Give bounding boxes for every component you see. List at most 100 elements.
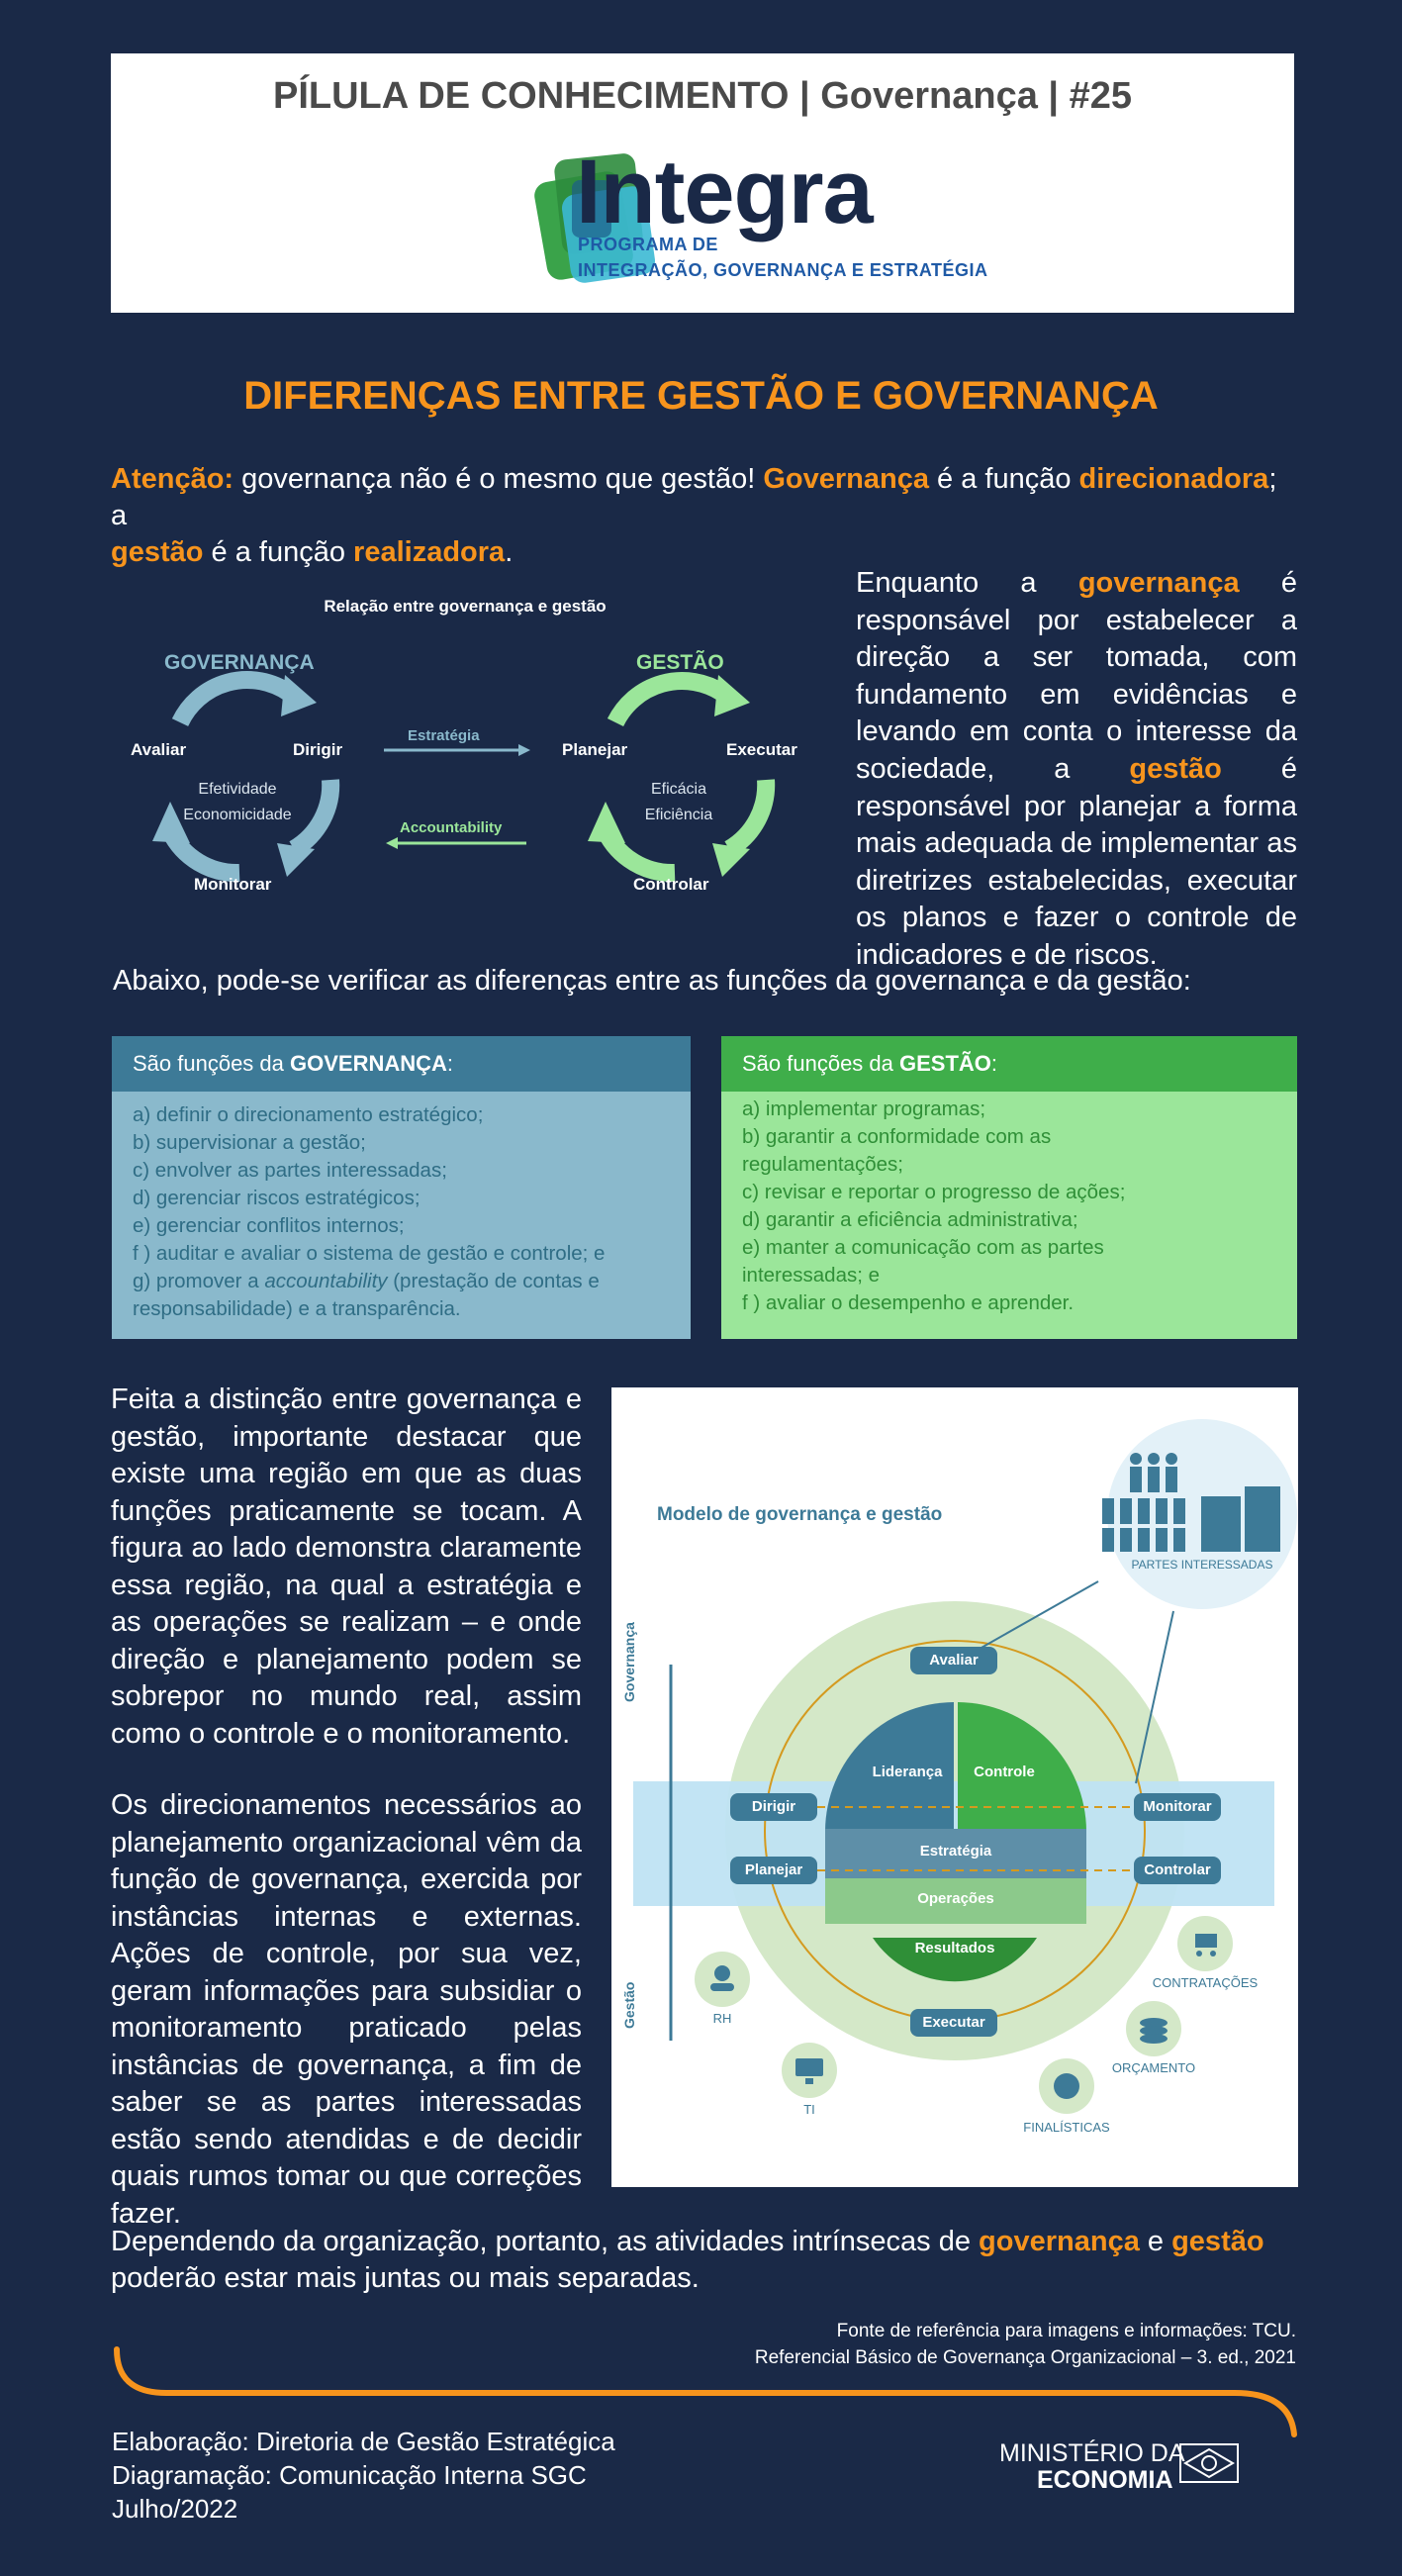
header-text: São funções da [133, 1051, 291, 1076]
gov-center-text: Efetividade Economicidade [168, 777, 307, 828]
axis-governanca-label: Governança [621, 1622, 637, 1702]
highlight-gestao: gestão [1171, 2226, 1264, 2257]
highlight-gestao: gestão [1129, 752, 1222, 785]
side-text: é responsável por planejar a forma mais … [856, 752, 1297, 971]
ges-planejar-label: Planejar [562, 740, 628, 759]
list-item: a) implementar programas; [742, 1097, 986, 1120]
accountability-arrow-label: Accountability [400, 819, 503, 836]
satellite-ti-label: TI [803, 2102, 815, 2117]
model-title: Modelo de governança e gestão [657, 1504, 943, 1525]
paragraph-overlap-region: Feita a distinção entre governança e ges… [111, 1383, 582, 1750]
governance-model-figure: Modelo de governança e gestão PARTES INT… [611, 1387, 1298, 2187]
intro-text: é a função [928, 463, 1079, 495]
page-header-title: PÍLULA DE CONHECIMENTO | Governança | #2… [272, 75, 1132, 117]
credits: Elaboração: Diretoria de Gestão Estratég… [112, 2425, 615, 2526]
node-planejar: Planejar [744, 1861, 803, 1878]
list-item: b) supervisionar a gestão; [133, 1131, 366, 1154]
highlight-realizadora: realizadora [353, 536, 506, 568]
highlight-governanca: governança [1077, 567, 1240, 599]
governance-functions-box: São funções da GOVERNANÇA: a) definir o … [112, 1036, 691, 1339]
ges-center-line-1: Eficácia [650, 781, 707, 798]
list-item: f ) auditar e avaliar o sistema de gestã… [133, 1242, 606, 1265]
governance-functions-list: a) definir o direcionamento estratégico;… [133, 1101, 677, 1323]
highlight-direcionadora: direcionadora [1078, 463, 1269, 495]
satellite-finalisticas-label: FINALÍSTICAS [1023, 2120, 1110, 2135]
brazil-flag-icon [1179, 2443, 1239, 2483]
arrowhead-icon [588, 802, 625, 843]
gestao-functions-box: São funções da GESTÃO: a) implementar pr… [721, 1036, 1297, 1339]
band-operacoes: Operações [917, 1890, 994, 1907]
list-item: g) promover a accountability (prestação … [133, 1268, 677, 1295]
header-emphasis: GESTÃO [899, 1051, 991, 1076]
header-text: : [446, 1051, 454, 1076]
closing-text: Dependendo da organização, portanto, as … [111, 2226, 980, 2257]
logo-subtitle: PROGRAMA DE INTEGRAÇÃO, GOVERNANÇA E EST… [578, 232, 988, 283]
highlight-governanca: governança [979, 2226, 1140, 2257]
list-item: a) definir o direcionamento estratégico; [133, 1103, 484, 1126]
intro-text: . [505, 536, 514, 568]
list-item: d) garantir a eficiência administrativa; [742, 1208, 1078, 1231]
paragraph-directions: Os direcionamentos necessários ao planej… [111, 1789, 582, 2230]
satellite-rh-label: RH [712, 2011, 732, 2026]
logo-subtitle-line-1: PROGRAMA DE [578, 235, 718, 254]
satellite-orcamento-label: ORÇAMENTO [1111, 2060, 1196, 2075]
list-item: responsabilidade) e a transparência. [133, 1297, 461, 1320]
comparison-intro: Abaixo, pode-se verificar as diferenças … [113, 965, 1191, 997]
arrowhead-icon [714, 675, 750, 716]
relation-diagram [152, 671, 776, 883]
decorative-divider [114, 2346, 1297, 2437]
arrowhead-icon [386, 837, 398, 849]
list-item: c) revisar e reportar o progresso de açõ… [742, 1181, 1126, 1203]
header-text: : [990, 1051, 998, 1076]
arrowhead-icon [518, 744, 530, 756]
list-item: f ) avaliar o desempenho e aprender. [742, 1291, 1075, 1314]
ges-executar-label: Executar [726, 740, 797, 759]
list-item: e) gerenciar conflitos internos; [133, 1214, 405, 1237]
ges-center-line-2: Eficiência [644, 807, 713, 823]
intro-paragraph: Atenção: governança não é o mesmo que ge… [111, 461, 1298, 571]
header-emphasis: GOVERNANÇA [290, 1051, 447, 1076]
closing-paragraph: Dependendo da organização, portanto, as … [111, 2224, 1298, 2297]
intro-text: governança não é o mesmo que gestão! [234, 463, 764, 495]
node-monitorar: Monitorar [1143, 1798, 1212, 1815]
list-item-italic: accountability [264, 1270, 388, 1292]
gov-dirigir-label: Dirigir [293, 740, 343, 759]
band-estrategia: Estratégia [919, 1843, 992, 1860]
ministry-line-2: ECONOMIA [1037, 2466, 1173, 2494]
logo-subtitle-line-2: INTEGRAÇÃO, GOVERNANÇA E ESTRATÉGIA [578, 260, 988, 280]
list-item: e) manter a comunicação com as partes [742, 1236, 1104, 1259]
band-resultados: Resultados [914, 1940, 995, 1956]
node-executar: Executar [922, 2014, 985, 2031]
ges-cycle-label: GESTÃO [636, 651, 724, 674]
gov-monitorar-label: Monitorar [194, 875, 272, 894]
gestao-functions-list: a) implementar programas; b) garantir a … [742, 1096, 1286, 1317]
list-item: d) gerenciar riscos estratégicos; [133, 1187, 421, 1209]
source-reference: Fonte de referência para imagens e infor… [755, 2318, 1296, 2371]
integra-logo-icon [534, 153, 655, 283]
relation-diagram-title: Relação entre governança e gestão [324, 597, 607, 616]
intro-text: ; a [111, 463, 1277, 531]
arrowhead-icon [277, 843, 315, 877]
gov-avaliar-label: Avaliar [131, 740, 187, 759]
highlight-gestao: gestão [111, 536, 204, 568]
axis-gestao-label: Gestão [621, 1981, 637, 2029]
arrowhead-icon [281, 675, 317, 716]
node-avaliar: Avaliar [929, 1652, 979, 1669]
source-line-2: Referencial Básico de Governança Organiz… [754, 2347, 1296, 2368]
ges-center-text: Eficácia Eficiência [609, 777, 748, 828]
attention-label: Atenção: [111, 463, 234, 495]
sector-controle: Controle [974, 1764, 1035, 1780]
list-item-text: (prestação de contas e [387, 1270, 600, 1292]
list-item: b) garantir a conformidade com as [742, 1125, 1052, 1148]
header-card: PÍLULA DE CONHECIMENTO | Governança | #2… [111, 53, 1294, 313]
list-item: c) envolver as partes interessadas; [133, 1159, 447, 1182]
governance-box-header: São funções da GOVERNANÇA: [112, 1036, 691, 1092]
header-text: São funções da [742, 1051, 900, 1076]
governance-model-diagram [633, 1419, 1297, 2114]
credits-line-2: Diagramação: Comunicação Interna SGC [112, 2460, 587, 2490]
main-heading: DIFERENÇAS ENTRE GESTÃO E GOVERNANÇA [243, 374, 1159, 418]
stakeholders-label: PARTES INTERESSADAS [1131, 1558, 1273, 1572]
ministry-logo-text: MINISTÉRIO DA ECONOMIA [999, 2440, 1185, 2494]
list-item: interessadas; e [742, 1264, 881, 1287]
closing-text: e [1139, 2226, 1172, 2257]
